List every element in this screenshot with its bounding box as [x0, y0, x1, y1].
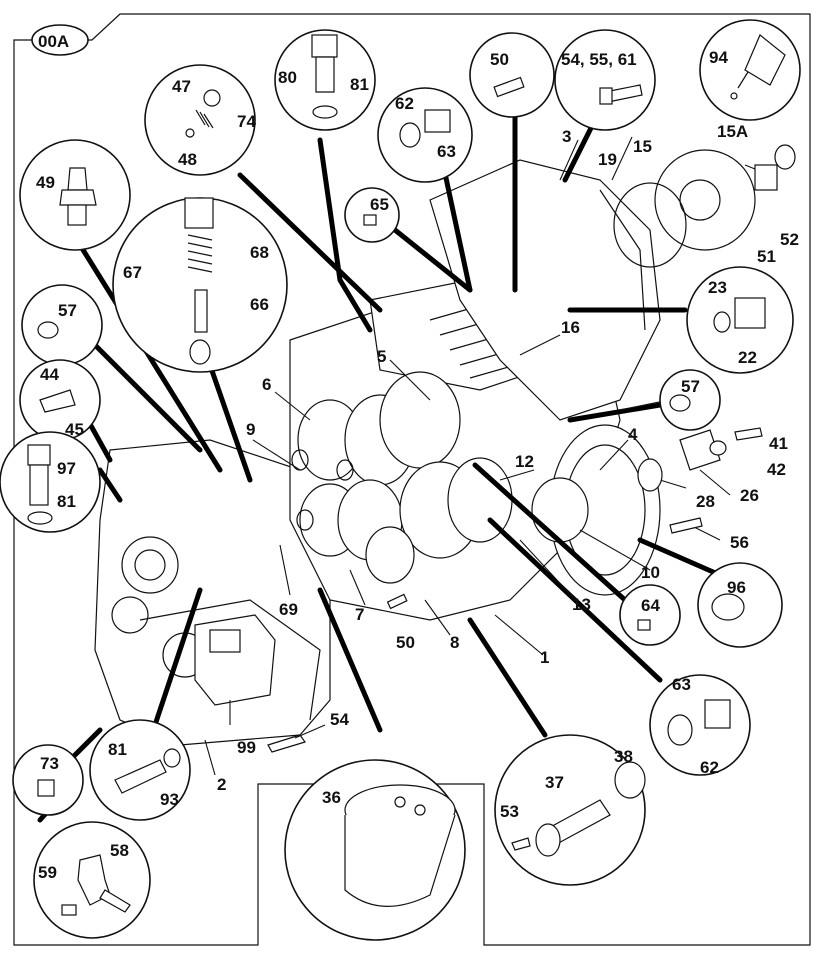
- callout-51: 51: [757, 247, 776, 266]
- detail-plug-65: [344, 187, 400, 243]
- callout-58: 58: [110, 841, 129, 860]
- detail-bolt-54: [554, 29, 656, 131]
- detail-plug-23: [686, 266, 794, 374]
- callout-50-lower: 50: [396, 633, 415, 652]
- callout-44: 44: [40, 365, 59, 384]
- callout-6: 6: [262, 375, 271, 394]
- detail-sensor-97: [0, 431, 101, 533]
- thin-leaders: [204, 136, 771, 776]
- callout-53: 53: [500, 802, 519, 821]
- detail-spool-66: [112, 197, 288, 373]
- callout-19: 19: [598, 150, 617, 169]
- detail-plug-62-bottom: [649, 674, 751, 776]
- callout-36: 36: [322, 788, 341, 807]
- callout-22: 22: [738, 348, 757, 367]
- callout-15A: 15A: [717, 122, 748, 141]
- detail-disc-15: [613, 144, 796, 268]
- detail-filter-36: [284, 759, 466, 941]
- callout-5: 5: [377, 347, 386, 366]
- detail-plug-64: [619, 584, 681, 646]
- callout-73: 73: [40, 754, 59, 773]
- leader-lines: [37, 107, 723, 823]
- front-housing: [429, 159, 661, 421]
- callout-74: 74: [237, 112, 256, 131]
- callout-42: 42: [767, 460, 786, 479]
- callout-48: 48: [178, 150, 197, 169]
- callout-41: 41: [769, 434, 788, 453]
- callout-23: 23: [708, 278, 727, 297]
- callout-9: 9: [246, 420, 255, 439]
- callout-68: 68: [250, 243, 269, 262]
- callout-52: 52: [780, 230, 799, 249]
- callout-63-lower: 63: [672, 675, 691, 694]
- callout-81: 81: [350, 75, 369, 94]
- transmission-assembly: [94, 159, 661, 753]
- diagram-id: 00A: [38, 32, 69, 51]
- callout-1: 1: [540, 648, 549, 667]
- callout-37: 37: [545, 773, 564, 792]
- callout-28: 28: [696, 492, 715, 511]
- callout-3: 3: [562, 127, 571, 146]
- detail-plug-62-top: [377, 87, 473, 183]
- callout-62-lower: 62: [700, 758, 719, 777]
- callout-labels: 00A 80 81 47 74 48 50 54, 55, 61 94 62 6…: [36, 32, 799, 882]
- callout-93: 93: [160, 790, 179, 809]
- callout-94: 94: [709, 48, 728, 67]
- clutch-packs: [291, 371, 589, 584]
- callout-80: 80: [278, 68, 297, 87]
- detail-ring-57-left: [21, 284, 103, 366]
- detail-fitting-58: [33, 821, 151, 939]
- callout-96: 96: [727, 578, 746, 597]
- detail-pipe-37: [494, 734, 646, 886]
- detail-sensor-80: [274, 29, 376, 131]
- callout-4: 4: [628, 425, 638, 444]
- detail-ring-57-right: [659, 369, 721, 431]
- callout-49: 49: [36, 173, 55, 192]
- callout-45: 45: [65, 420, 84, 439]
- detail-fitting-49: [19, 139, 131, 251]
- detail-valve-47: [144, 64, 256, 176]
- detail-sensor-93: [89, 719, 191, 821]
- callout-54-55-61: 54, 55, 61: [561, 50, 637, 69]
- diagram-id-badge: [31, 24, 89, 56]
- callout-8: 8: [450, 633, 459, 652]
- detail-yoke-26: [637, 427, 763, 534]
- callout-62: 62: [395, 94, 414, 113]
- callout-2: 2: [217, 775, 226, 794]
- callout-38: 38: [614, 747, 633, 766]
- detail-pin-50: [469, 32, 555, 118]
- callout-66: 66: [250, 295, 269, 314]
- detail-adhesive-94: [699, 19, 801, 121]
- callout-13: 13: [572, 595, 591, 614]
- callout-26: 26: [740, 486, 759, 505]
- callout-69: 69: [279, 600, 298, 619]
- detail-ring-96: [697, 562, 783, 648]
- callout-59: 59: [38, 863, 57, 882]
- callout-54-lower: 54: [330, 710, 349, 729]
- detail-valve-44: [19, 359, 101, 441]
- callout-16: 16: [561, 318, 580, 337]
- callout-81-left: 81: [57, 492, 76, 511]
- callout-47: 47: [172, 77, 191, 96]
- detail-plug-73: [12, 744, 84, 816]
- callout-63: 63: [437, 142, 456, 161]
- callout-65: 65: [370, 195, 389, 214]
- callout-10: 10: [641, 563, 660, 582]
- callout-57-right: 57: [681, 377, 700, 396]
- callout-15: 15: [633, 137, 652, 156]
- callout-67: 67: [123, 263, 142, 282]
- callout-50: 50: [490, 50, 509, 69]
- callout-7: 7: [355, 605, 364, 624]
- callout-57-left: 57: [58, 301, 77, 320]
- callout-81-lower: 81: [108, 740, 127, 759]
- callout-97: 97: [57, 459, 76, 478]
- pump-block: [194, 614, 276, 706]
- callout-12: 12: [515, 452, 534, 471]
- callout-99: 99: [237, 738, 256, 757]
- callout-64: 64: [641, 596, 660, 615]
- callout-56: 56: [730, 533, 749, 552]
